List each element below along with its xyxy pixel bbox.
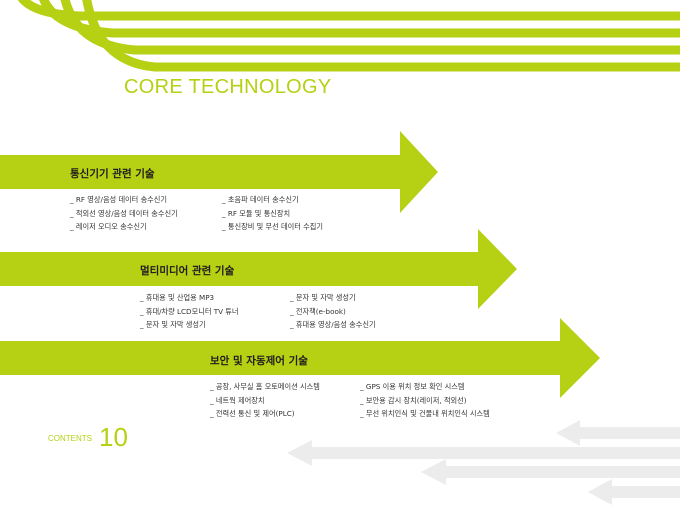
section-heading-security: 보안 및 자동제어 기술 [210,355,308,367]
list-item: _ 휴대용 및 산업용 MP3 [140,293,215,302]
list-item: _ 휴대용 영상/음성 송수신기 [290,320,376,329]
list-item: _ RF 모듈 및 통신장치 [222,208,291,218]
ghost-arrows [287,420,680,505]
list-item: _ 무선 위치인식 및 건물내 위치인식 시스템 [360,409,490,418]
list-item: _ RF 영상/음성 데이터 송수신기 [70,195,168,204]
list-item: _ 문자 및 자막 생성기 [140,320,206,329]
page-number: 10 [99,422,128,452]
list-item: _ 레이저 오디오 송수신기 [70,222,147,231]
section-heading-multimedia: 멀티미디어 관련 기술 [140,265,235,277]
section-list-multimedia-left: _ 휴대용 및 산업용 MP3 _ 휴대/차량 LCD모니터 TV 튜너 _ 문… [140,291,239,332]
contents-label: CONTENTS [48,434,92,443]
section-list-telecom-left: _ RF 영상/음성 데이터 송수신기 _ 적외선 영상/음성 데이터 송수신기… [70,193,178,234]
list-item: _ 문자 및 자막 생성기 [290,293,356,302]
list-item: _ GPS 이용 위치 정보 확인 시스템 [360,382,465,391]
section-arrow-2 [0,229,517,309]
list-item: _ 전자책(e-book) [290,306,346,316]
list-item: _ 네트웍 제어장치 [210,395,265,405]
section-list-multimedia-right: _ 문자 및 자막 생성기 _ 전자책(e-book) _ 휴대용 영상/음성 … [290,291,376,332]
list-item: _ 통신장비 및 무선 데이터 수집기 [222,222,323,231]
list-item: _ 적외선 영상/음성 데이터 송수신기 [70,208,178,218]
list-item: _ 전력선 통신 및 제어(PLC) [210,409,295,418]
section-arrow-1 [0,131,438,213]
list-item: _ 휴대/차량 LCD모니터 TV 튜너 [140,306,239,316]
section-list-security-left: _ 공장, 사무실 홈 오토메이션 시스템 _ 네트웍 제어장치 _ 전력선 통… [210,380,320,421]
list-item: _ 보안용 감시 장치(레이저, 적외선) [360,395,467,405]
top-stripe-decoration [17,0,680,72]
page-title: CORE TECHNOLOGY [124,76,332,98]
section-list-telecom-right: _ 초음파 데이터 송수신기 _ RF 모듈 및 통신장치 _ 통신장비 및 무… [222,193,323,234]
section-heading-telecom: 통신기기 관련 기술 [70,168,155,180]
list-item: _ 초음파 데이터 송수신기 [222,195,299,204]
list-item: _ 공장, 사무실 홈 오토메이션 시스템 [210,382,320,391]
section-arrow-3 [0,318,600,398]
section-list-security-right: _ GPS 이용 위치 정보 확인 시스템 _ 보안용 감시 장치(레이저, 적… [360,380,490,421]
